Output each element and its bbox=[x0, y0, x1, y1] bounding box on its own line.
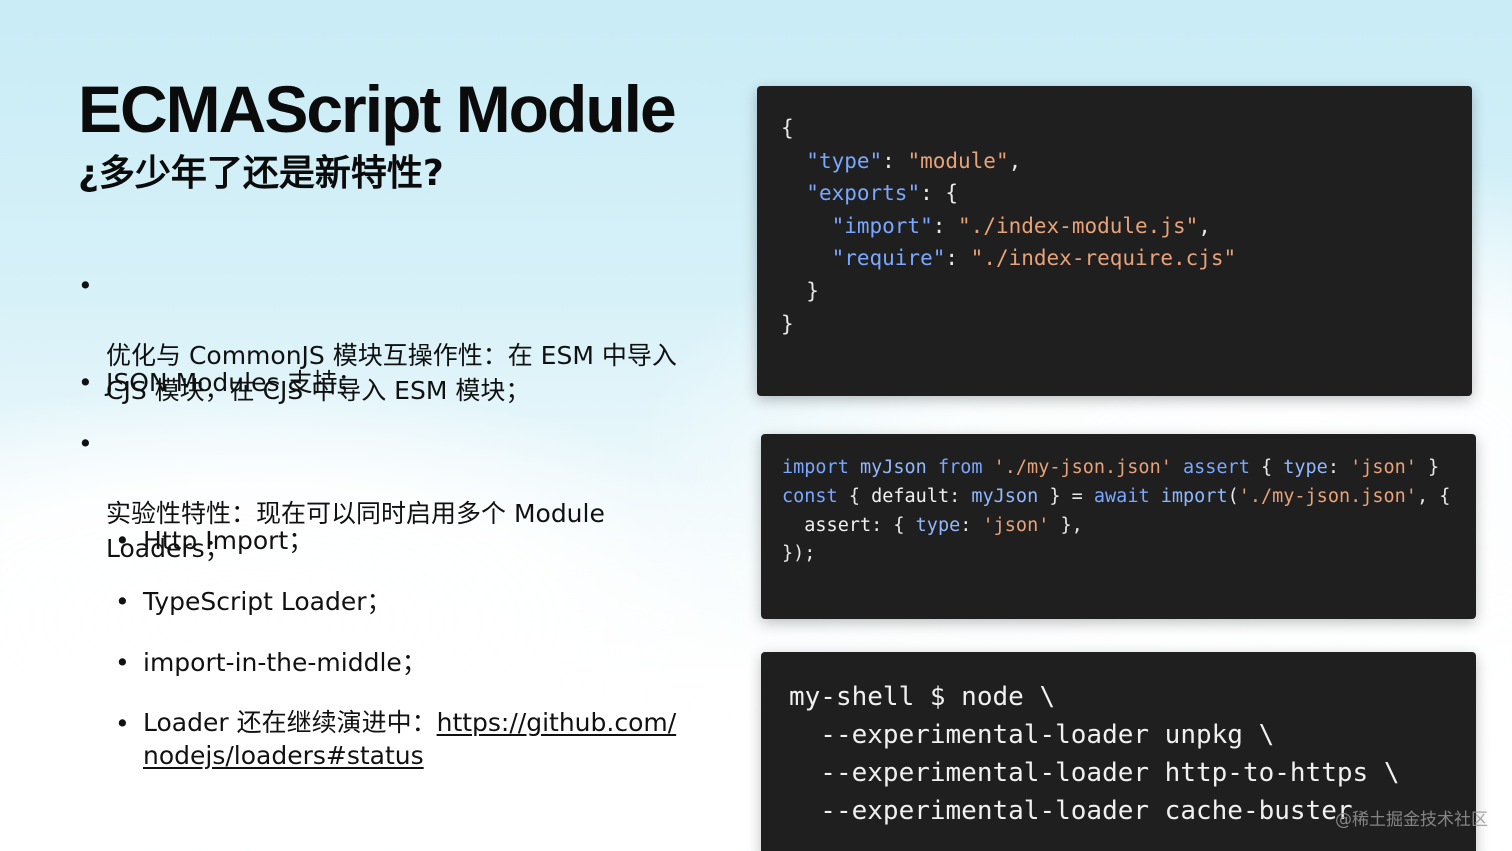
bullet-marker: • bbox=[115, 526, 130, 555]
slide-subtitle: ¿多少年了还是新特性? bbox=[78, 153, 444, 194]
bullet-marker: • bbox=[78, 271, 93, 300]
bullet-text: JSON Modules 支持； bbox=[106, 368, 363, 397]
code-line: } bbox=[781, 311, 794, 336]
code-line: "type": "module", bbox=[806, 148, 1022, 173]
json-import-code-block: import myJson from './my-json.json' asse… bbox=[761, 434, 1476, 619]
code-line: import myJson from './my-json.json' asse… bbox=[782, 457, 1440, 478]
sub-bullet-item: • import-in-the-middle； bbox=[115, 645, 427, 680]
link-line-2: nodejs/loaders#status bbox=[143, 741, 424, 770]
sub-bullet-text: TypeScript Loader； bbox=[143, 587, 392, 616]
code-line: }); bbox=[782, 543, 816, 565]
sub-bullet-item-loader: • Loader 还在继续演进中：https://github.com/node… bbox=[115, 706, 676, 772]
bullet-text: 优化与 CommonJS 模块互操作性：在 ESM 中导入 CJS 模块，在 C… bbox=[106, 341, 677, 405]
bullet-marker: • bbox=[115, 709, 130, 738]
code-line: "import": "./index-module.js", bbox=[831, 213, 1211, 238]
code-line: const { default: myJson } = await import… bbox=[782, 485, 1451, 507]
code-line: --experimental-loader http-to-https \ bbox=[789, 758, 1400, 788]
bullet-text: 实验性特性：现在可以同时启用多个 Module Loaders； bbox=[106, 499, 605, 563]
code-line: assert: { type: 'json' }, bbox=[804, 514, 1083, 536]
bullet-marker: • bbox=[115, 587, 130, 616]
link-line-1: https://github.com/ bbox=[436, 708, 677, 737]
code-line: "require": "./index-require.cjs" bbox=[831, 246, 1237, 271]
code-line: "exports": { bbox=[806, 181, 959, 206]
code-line: --experimental-loader unpkg \ bbox=[789, 720, 1275, 750]
sub-bullet-text: Http Import； bbox=[143, 526, 314, 555]
sub-bullet-text: import-in-the-middle； bbox=[143, 648, 427, 677]
code-line: { bbox=[781, 116, 794, 140]
code-line: my-shell $ node \ bbox=[789, 682, 1056, 712]
slide-title: ECMAScript Module bbox=[78, 72, 677, 146]
sub-bullet-item: • Http Import； bbox=[115, 523, 313, 558]
bullet-marker: • bbox=[78, 429, 93, 458]
bullet-item: • 实验性特性：现在可以同时启用多个 Module Loaders； bbox=[78, 426, 605, 566]
code-line: --experimental-loader cache-buster bbox=[789, 796, 1353, 826]
bullet-item: • JSON Modules 支持； bbox=[78, 365, 362, 400]
watermark: @稀土掘金技术社区 bbox=[1335, 810, 1488, 830]
loader-prefix: Loader 还在继续演进中： bbox=[143, 708, 437, 737]
bullet-marker: • bbox=[115, 648, 130, 677]
shell-code-block: my-shell $ node \ --experimental-loader … bbox=[761, 652, 1476, 851]
code-line: } bbox=[781, 278, 819, 303]
bullet-marker: • bbox=[78, 368, 93, 397]
loaders-status-link[interactable]: https://github.com/nodejs/loaders#status bbox=[143, 708, 676, 770]
sub-bullet-item: • TypeScript Loader； bbox=[115, 584, 392, 619]
bullet-item: • 优化与 CommonJS 模块互操作性：在 ESM 中导入 CJS 模块，在… bbox=[78, 268, 677, 408]
package-json-code-block: { "type": "module", "exports": { "import… bbox=[757, 86, 1472, 396]
